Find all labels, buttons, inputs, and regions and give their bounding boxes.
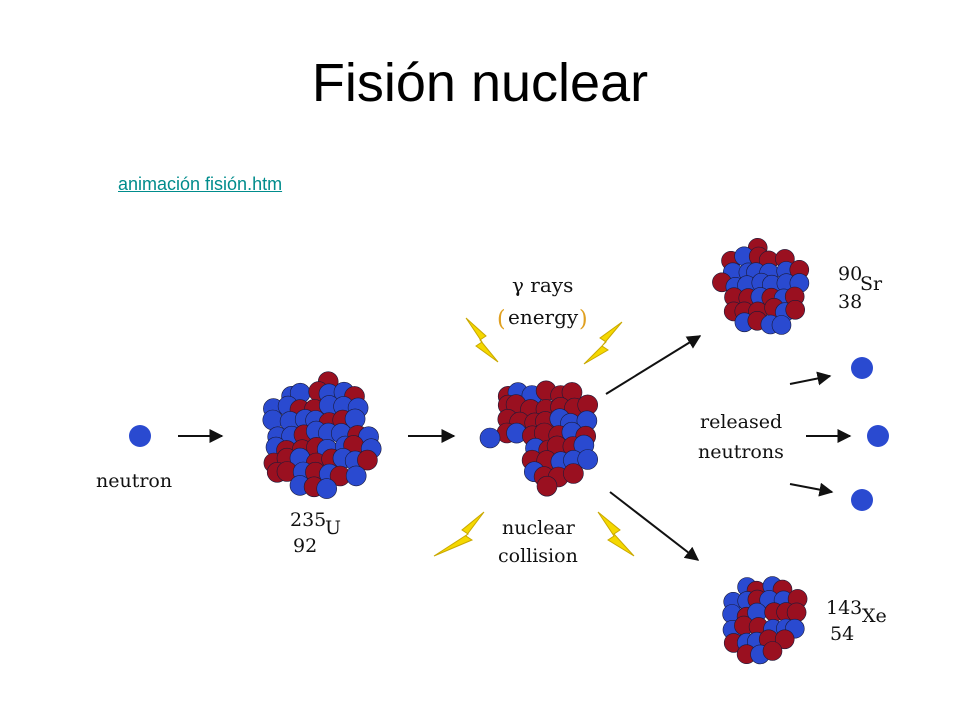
paren-right: ) [579, 307, 588, 332]
lightning-icon [465, 317, 499, 363]
released-neutron [867, 425, 889, 447]
nucleon [345, 465, 367, 487]
xenon-number: 54 [830, 623, 854, 645]
xenon-mass: 143 [826, 597, 862, 619]
uranium-nucleus [262, 371, 382, 499]
strontium-nucleus [712, 238, 810, 335]
nucleon [762, 641, 783, 661]
paren-left: ( [497, 307, 506, 332]
animation-link[interactable]: animación fisión.htm [118, 174, 283, 194]
lightning-icon [583, 321, 623, 365]
released-label-line1: released [700, 411, 782, 433]
strontium-symbol: Sr [860, 273, 883, 295]
arrow-released-neutron [789, 371, 832, 386]
incoming-neutron [129, 425, 151, 447]
nucleon [316, 478, 338, 499]
nucleon [563, 463, 584, 484]
gamma-rays-label: γ rays [512, 273, 573, 297]
released-label-line2: neutrons [698, 441, 784, 463]
lightning-icon [433, 511, 485, 557]
collision-nucleus [479, 380, 599, 497]
arrow-to-strontium [605, 335, 702, 395]
arrow-released-neutron [789, 482, 834, 497]
strontium-mass: 90 [838, 263, 862, 285]
collision-label-line1: nuclear [502, 517, 576, 539]
xenon-symbol: Xe [862, 605, 887, 627]
nucleon [785, 299, 806, 320]
nucleon [357, 449, 378, 471]
arrow-to-xenon [609, 491, 700, 561]
lightning-icon [597, 511, 635, 557]
released-neutron [851, 357, 873, 379]
energy-label: energy [508, 305, 579, 329]
uranium-symbol: U [325, 517, 341, 539]
released-neutron [851, 489, 873, 511]
nucleon [774, 629, 795, 650]
nucleon [771, 315, 792, 335]
uranium-number: 92 [293, 535, 317, 557]
strontium-number: 38 [838, 291, 862, 313]
nucleon [786, 602, 807, 623]
uranium-mass: 235 [290, 509, 326, 531]
neutron-label: neutron [96, 470, 172, 492]
collision-label-line2: collision [498, 545, 578, 567]
slide-title: Fisión nuclear [311, 53, 649, 113]
xenon-nucleus [722, 576, 808, 665]
nucleon [479, 427, 501, 449]
nucleon [577, 449, 599, 470]
nucleon [536, 475, 558, 497]
